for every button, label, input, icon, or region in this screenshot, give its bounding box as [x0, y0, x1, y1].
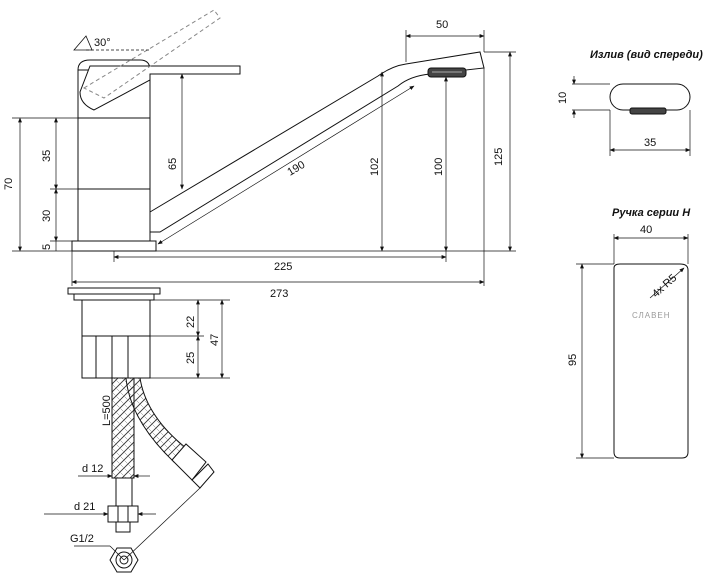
angle-label: 30° — [94, 37, 111, 49]
reach-label: 225 — [274, 261, 292, 273]
total-length-label: 273 — [270, 288, 288, 300]
spout-height-label: 10 — [557, 92, 569, 104]
base-height-label: 5 — [41, 244, 53, 250]
brand-logo-text: СЛАВЕН — [632, 311, 671, 320]
handle-width-label: 40 — [640, 224, 652, 236]
upper-section-label: 35 — [41, 150, 53, 162]
mount-dimensions — [150, 299, 230, 379]
nut-diameter-label: d 21 — [74, 501, 95, 513]
hose-dimensions — [44, 474, 201, 561]
spout-top-label: 102 — [369, 158, 381, 176]
body-height-label: 70 — [3, 178, 15, 190]
handle-height-label: 65 — [167, 158, 179, 170]
hose-length-label: L=500 — [101, 395, 113, 426]
handle-height-label-front: 95 — [567, 354, 579, 366]
mount-total-label: 47 — [209, 334, 221, 346]
faucet-side-view — [71, 9, 485, 252]
hose-diameter-label: d 12 — [82, 463, 103, 475]
dimension-lines — [12, 30, 516, 286]
mount-lower-label: 25 — [185, 352, 197, 364]
spout-view-title: Излив (вид спереди) — [590, 49, 703, 61]
spout-length-label: 190 — [285, 159, 307, 179]
flex-hoses — [107, 377, 215, 573]
mount-upper-label: 22 — [185, 316, 197, 328]
angle-annotation: 30° — [73, 35, 150, 51]
lower-section-label: 30 — [41, 210, 53, 222]
handle-front-view — [576, 234, 689, 459]
mounting-assembly — [67, 287, 161, 379]
total-height-label: 125 — [493, 148, 505, 166]
spout-width-label: 35 — [644, 137, 656, 149]
spout-front-view — [572, 76, 691, 156]
thread-label: G1/2 — [70, 533, 94, 545]
spout-extent-label: 50 — [436, 19, 448, 31]
handle-view-title: Ручка серии Н — [612, 207, 691, 219]
spout-outlet-label: 100 — [433, 158, 445, 176]
